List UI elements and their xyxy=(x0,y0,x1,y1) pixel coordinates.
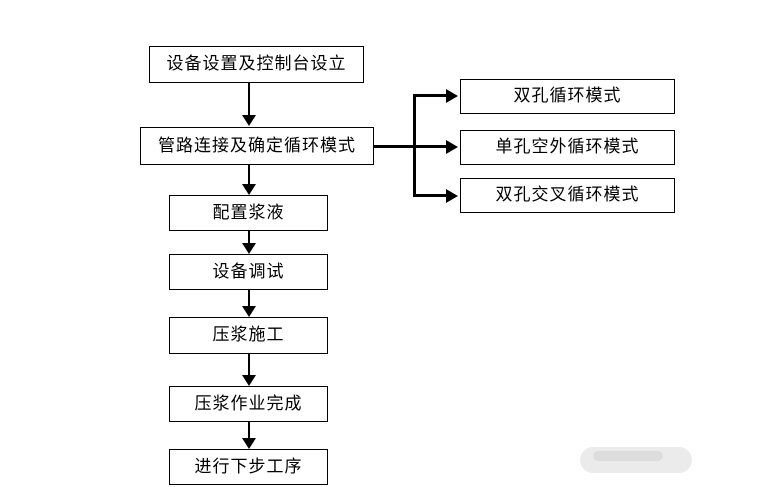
flow-node-setup-label: 设备设置及控制台设立 xyxy=(166,54,347,74)
branch-node-dual-hole-cross-circulation-label: 双孔交叉循环模式 xyxy=(495,185,640,205)
flow-node-grout-done[interactable]: 压浆作业完成 xyxy=(169,386,328,422)
arrowhead-branch-arm-3 xyxy=(446,189,458,203)
flow-node-setup[interactable]: 设备设置及控制台设立 xyxy=(149,46,364,83)
branch-node-dual-hole-circulation-label: 双孔循环模式 xyxy=(513,86,622,106)
flow-node-grouting[interactable]: 压浆施工 xyxy=(169,317,328,354)
flow-node-pipe-mode-label: 管路连接及确定循环模式 xyxy=(158,135,356,156)
flow-node-commission-label: 设备调试 xyxy=(212,261,285,282)
connector-commission-to-grouting xyxy=(248,290,250,307)
flow-node-mix-grout[interactable]: 配置浆液 xyxy=(169,195,328,231)
watermark-inner xyxy=(593,451,663,461)
branch-node-single-hole-outside-circulation[interactable]: 单孔空外循环模式 xyxy=(460,130,675,165)
flow-node-next-process-label: 进行下步工序 xyxy=(194,456,303,477)
connector-branch-feed xyxy=(374,145,416,148)
arrowhead-grouting-to-grout-done xyxy=(242,375,256,386)
arrowhead-branch-arm-1 xyxy=(446,89,458,103)
flow-node-next-process[interactable]: 进行下步工序 xyxy=(169,449,328,485)
branch-node-dual-hole-circulation[interactable]: 双孔循环模式 xyxy=(460,79,675,114)
arrowhead-mix-grout-to-commission xyxy=(242,243,256,254)
flow-node-pipe-mode[interactable]: 管路连接及确定循环模式 xyxy=(140,127,374,165)
connector-grouting-to-grout-done xyxy=(248,354,250,376)
flow-node-mix-grout-label: 配置浆液 xyxy=(212,202,285,223)
flow-node-commission[interactable]: 设备调试 xyxy=(169,254,328,290)
arrowhead-grout-done-to-next-process xyxy=(242,438,256,449)
connector-pipe-mode-to-mix-grout xyxy=(248,165,250,185)
connector-branch-arm-2 xyxy=(413,145,447,148)
arrowhead-pipe-mode-to-mix-grout xyxy=(242,184,256,195)
connector-branch-arm-3 xyxy=(413,194,447,197)
connector-grout-done-to-next-process xyxy=(248,422,250,439)
branch-node-single-hole-outside-circulation-label: 单孔空外循环模式 xyxy=(495,137,640,157)
arrowhead-commission-to-grouting xyxy=(242,306,256,317)
connector-branch-arm-1 xyxy=(413,94,447,97)
flow-node-grouting-label: 压浆施工 xyxy=(212,325,285,345)
branch-node-dual-hole-cross-circulation[interactable]: 双孔交叉循环模式 xyxy=(460,178,675,213)
connector-mix-grout-to-commission xyxy=(248,231,250,244)
arrowhead-branch-arm-2 xyxy=(446,140,458,154)
connector-setup-to-pipe-mode xyxy=(248,83,250,116)
flow-node-grout-done-label: 压浆作业完成 xyxy=(194,393,303,414)
arrowhead-setup-to-pipe-mode xyxy=(242,115,256,126)
